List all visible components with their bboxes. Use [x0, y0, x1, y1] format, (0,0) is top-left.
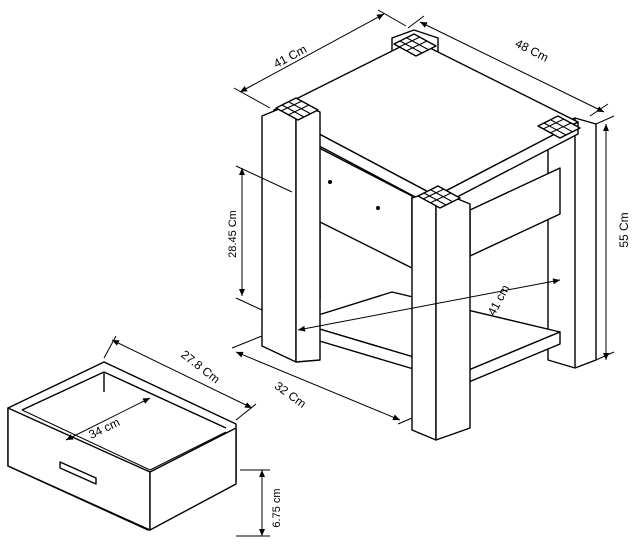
- label-top-width: 48 Cm: [513, 36, 551, 65]
- leg-cap-front-left: [275, 97, 319, 121]
- side-table: [261, 29, 597, 441]
- label-drawer-front-height: 28.45 Cm: [227, 210, 239, 258]
- label-drawer-height: 6.75 cm: [271, 488, 283, 527]
- drawer: [7, 361, 237, 531]
- leg-cap-back-right: [537, 115, 581, 139]
- dimension-lines: [231, 9, 615, 425]
- label-drawer-depth: 27.8 Cm: [178, 347, 222, 386]
- label-inner-shelf-width: 41 cm: [485, 282, 513, 317]
- leg-cap-front-right: [417, 185, 461, 209]
- label-base-depth: 32 Cm: [272, 379, 309, 411]
- label-height: 55 Cm: [617, 212, 631, 247]
- drawer-dimension-lines: [65, 335, 270, 537]
- label-top-depth: 41 Cm: [271, 42, 309, 71]
